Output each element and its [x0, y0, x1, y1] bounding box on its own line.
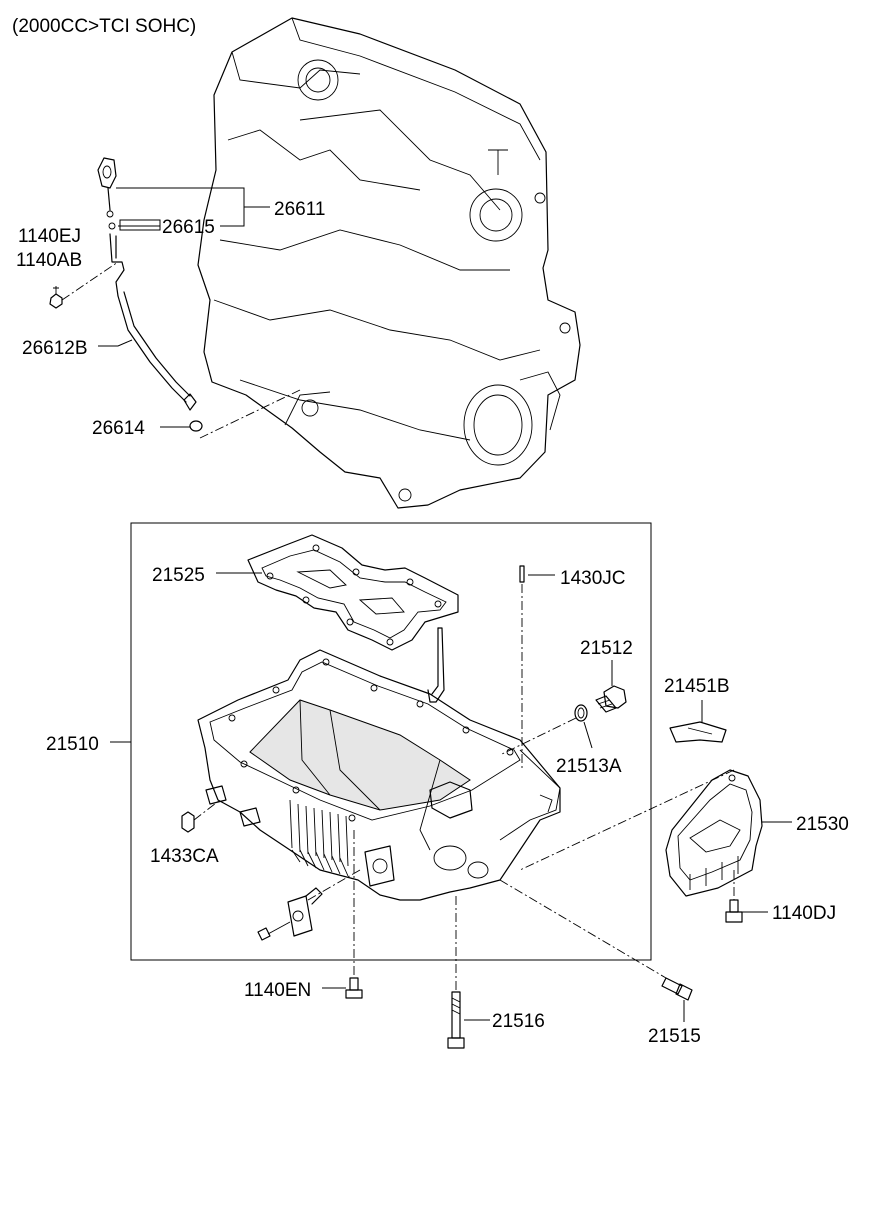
bolt-21515 [499, 879, 693, 1022]
dipstick-assembly [49, 157, 203, 432]
label-26612b: 26612B [22, 338, 88, 359]
label-21512: 21512 [580, 638, 633, 659]
label-21451b: 21451B [664, 676, 730, 697]
oil-pan-gasket [216, 534, 459, 651]
drain-plug [595, 660, 627, 713]
label-1140ej: 1140EJ [18, 226, 81, 247]
diagram-title: (2000CC>TCI SOHC) [12, 16, 196, 37]
label-21516: 21516 [492, 1011, 545, 1032]
label-1430jc: 1430JC [560, 568, 626, 589]
label-1140en: 1140EN [244, 980, 311, 1001]
bolt-1140dj [725, 899, 768, 923]
part-labels: 26611 26615 1140EJ 1140AB 26612B 26614 2… [16, 199, 849, 1047]
label-21513a: 21513A [556, 756, 622, 777]
caution-label [669, 700, 727, 743]
label-21515: 21515 [648, 1026, 701, 1047]
oil-suction-pipe [427, 627, 445, 703]
label-1140dj: 1140DJ [772, 903, 836, 924]
drain-washer [499, 704, 593, 756]
oil-level-sensor [257, 869, 361, 941]
bolt-1140en [322, 830, 363, 999]
bolt-21516 [447, 896, 490, 1049]
engine-block [197, 17, 581, 509]
label-1433ca: 1433CA [150, 846, 219, 867]
label-21530: 21530 [796, 814, 849, 835]
label-21510: 21510 [46, 734, 99, 755]
oil-pan-cover [519, 769, 792, 900]
label-21525: 21525 [152, 565, 205, 586]
blind-plug [181, 799, 221, 833]
label-26611: 26611 [274, 199, 325, 220]
label-26614: 26614 [92, 418, 145, 439]
stud-pin [519, 565, 555, 770]
label-26615: 26615 [162, 217, 215, 238]
oil-pan [110, 649, 561, 901]
dipstick-leaders [61, 187, 301, 439]
label-1140ab: 1140AB [16, 250, 82, 271]
